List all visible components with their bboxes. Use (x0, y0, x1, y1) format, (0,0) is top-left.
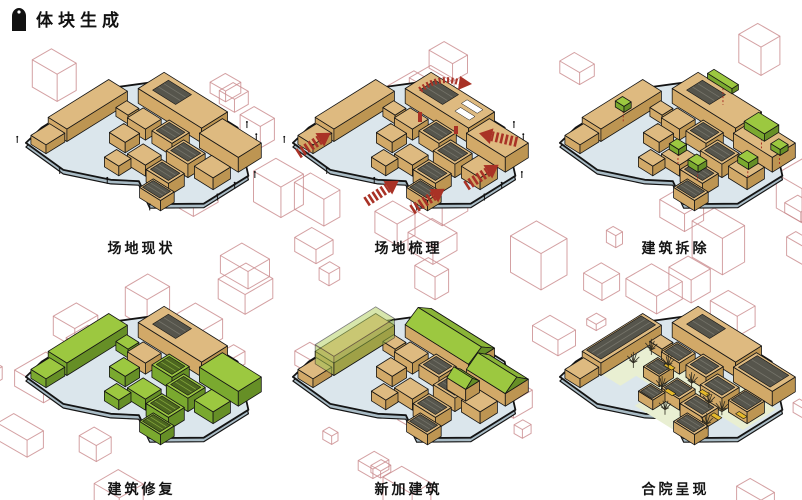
diagram-demolition (558, 68, 796, 212)
diagram-new-buildings (291, 306, 529, 446)
panel-label: 场地梳理 (374, 242, 443, 257)
panel-site-sorting (270, 34, 534, 240)
panel-site-status (3, 34, 267, 240)
diagram-restoration (24, 305, 262, 446)
diagram-courtyards (558, 305, 796, 446)
panel-label: 合院呈现 (641, 483, 710, 498)
page-title: 体块生成 (36, 11, 124, 30)
panel-restoration (3, 268, 267, 474)
diagram-site-status (16, 71, 262, 212)
panel-label: 新加建筑 (374, 483, 443, 498)
panel-courtyards (537, 268, 801, 474)
arch-icon (12, 8, 26, 31)
panel-label: 建筑拆除 (641, 242, 710, 257)
panel-label: 场地现状 (107, 242, 176, 257)
panel-demolition (537, 34, 801, 240)
panel-label: 建筑修复 (107, 483, 176, 498)
diagram-site-sorting (283, 71, 529, 215)
header: 体块生成 (10, 5, 124, 32)
panel-new-buildings (270, 268, 534, 474)
